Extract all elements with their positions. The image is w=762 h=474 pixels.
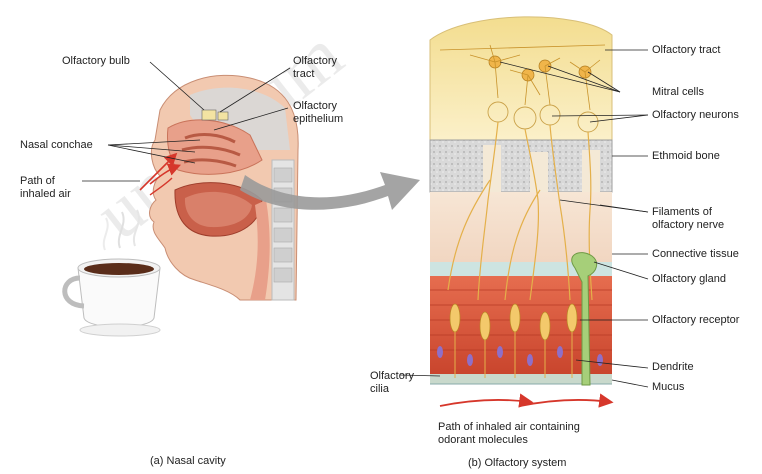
label-nasal-conchae: Nasal conchae <box>20 139 93 152</box>
label-olfactory-bulb: Olfactory bulb <box>62 55 130 68</box>
label-olfactory-tract: Olfactory tract <box>652 44 720 57</box>
caption-olfactory-system: (b) Olfactory system <box>468 457 566 469</box>
air-flow-arrows <box>440 400 610 406</box>
label-dendrite: Dendrite <box>652 361 694 374</box>
label-olfactory-receptor: Olfactory receptor <box>652 314 739 327</box>
label-olfactory-gland: Olfactory gland <box>652 273 726 286</box>
label-olfactory-tract-left: Olfactory tract <box>293 55 337 81</box>
label-filaments-of-olfactory-nerve: Filaments of olfactory nerve <box>652 206 724 232</box>
label-mucus: Mucus <box>652 381 684 394</box>
caption-nasal-cavity: (a) Nasal cavity <box>150 455 226 467</box>
coffee-cup <box>65 210 160 336</box>
label-path-of-inhaled-air: Path of inhaled air <box>20 175 71 201</box>
head-section <box>140 75 298 300</box>
olfactory-block <box>430 17 612 385</box>
label-olfactory-neurons: Olfactory neurons <box>652 109 739 122</box>
label-olfactory-epithelium: Olfactory epithelium <box>293 100 343 126</box>
label-mitral-cells: Mitral cells <box>652 86 704 99</box>
label-inhaled-air-odorant: Path of inhaled air containing odorant m… <box>438 421 580 447</box>
label-connective-tissue: Connective tissue <box>652 248 739 261</box>
label-olfactory-cilia: Olfactory cilia <box>370 370 414 396</box>
label-ethmoid-bone: Ethmoid bone <box>652 150 720 163</box>
